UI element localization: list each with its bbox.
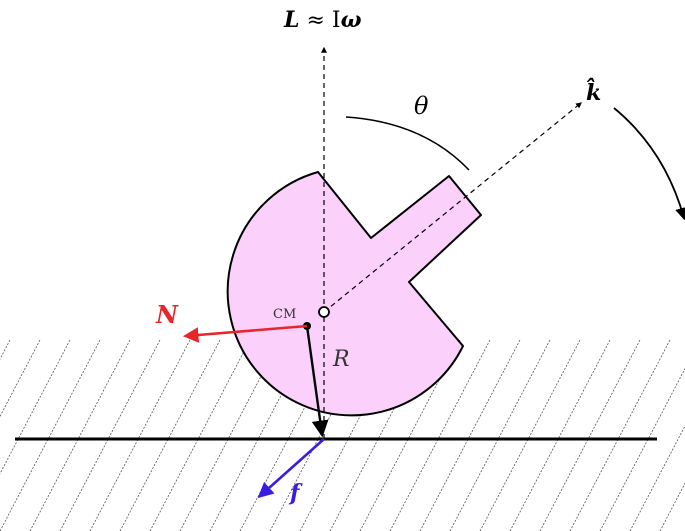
theta-label: θ bbox=[414, 92, 429, 120]
pivot-point bbox=[318, 306, 330, 318]
radius-label: R bbox=[332, 347, 350, 372]
radius-vector bbox=[305, 325, 329, 438]
normal-force-label: N bbox=[155, 300, 179, 329]
friction-arrow bbox=[257, 438, 325, 499]
rotation-arc bbox=[613, 107, 685, 221]
k-hat-label: k̂ bbox=[586, 78, 601, 106]
rigid-body bbox=[226, 171, 482, 417]
cm-label: CM bbox=[273, 307, 296, 322]
k-hat-axis bbox=[323, 102, 582, 313]
theta-arc bbox=[345, 116, 470, 171]
friction-label: f bbox=[288, 480, 303, 506]
normal-force-arrow bbox=[182, 324, 308, 343]
angular-momentum-label: L ≈ Iω bbox=[283, 7, 362, 33]
